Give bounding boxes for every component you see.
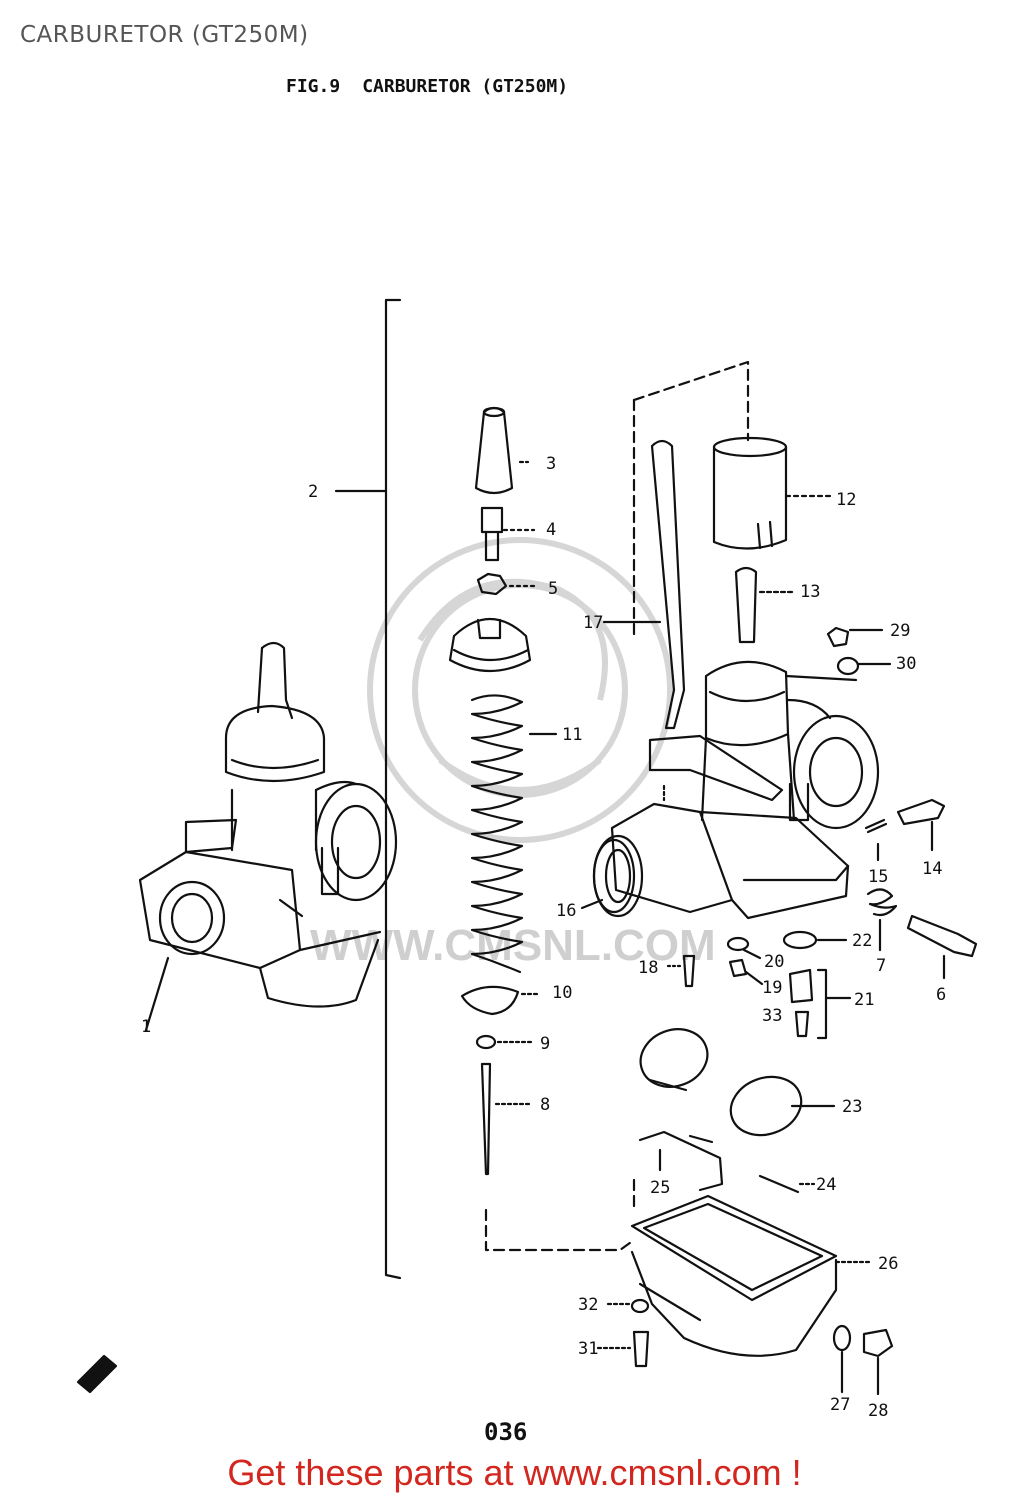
- callout-24: 24: [816, 1175, 836, 1195]
- footer-prefix: Get these parts at: [227, 1452, 524, 1493]
- part-main-jet: [788, 968, 852, 1040]
- part-throttle-stop-screw: [906, 914, 978, 980]
- callout-19: 19: [762, 978, 782, 998]
- part-float-bowl: [630, 1194, 874, 1357]
- part-nut-small: [826, 626, 884, 648]
- carburetor-body-left: [138, 641, 398, 1032]
- part-bowl-screw-washer: [606, 1298, 650, 1314]
- part-nut: [476, 572, 536, 596]
- callout-11: 11: [562, 725, 582, 745]
- part-flange-gasket: [580, 838, 636, 914]
- page-code: 036: [484, 1418, 527, 1446]
- callout-31: 31: [578, 1339, 598, 1359]
- corner-mark: [76, 1354, 118, 1394]
- callout-33: 33: [762, 1006, 782, 1026]
- callout-14: 14: [922, 859, 942, 879]
- callout-20: 20: [764, 952, 784, 972]
- page-title: CARBURETOR (GT250M): [20, 22, 309, 48]
- callout-28: 28: [868, 1401, 888, 1421]
- part-chamber-top: [448, 617, 532, 673]
- part-needle-jet: [728, 958, 764, 986]
- callout-5: 5: [548, 579, 558, 599]
- part-washer: [836, 656, 892, 676]
- callout-18: 18: [638, 958, 658, 978]
- part-jet-needle: [480, 1062, 532, 1176]
- part-float-arm: [638, 1130, 724, 1192]
- footer-suffix: !: [781, 1452, 802, 1493]
- callout-1: 1: [141, 1017, 151, 1037]
- callout-25: 25: [650, 1178, 670, 1198]
- callout-32: 32: [578, 1295, 598, 1315]
- part-vent-tube: [602, 439, 686, 730]
- callout-8: 8: [540, 1095, 550, 1115]
- part-float-left: [639, 1028, 709, 1092]
- callout-3: 3: [546, 454, 556, 474]
- figure-title: FIG.9 CARBURETOR (GT250M): [286, 76, 568, 97]
- callout-10: 10: [552, 983, 572, 1003]
- part-starter-plunger: [734, 566, 796, 644]
- part-throttle-stop-spring: [866, 888, 898, 952]
- callout-17: 17: [583, 613, 603, 633]
- callout-16: 16: [556, 901, 576, 921]
- part-o-ring: [782, 930, 848, 950]
- callout-6: 6: [936, 985, 946, 1005]
- carburetor-body-right: [592, 660, 880, 920]
- part-clip: [460, 985, 542, 1016]
- part-pilot-jet: [666, 954, 696, 988]
- assembly-bracket: [334, 298, 402, 1280]
- part-adjuster-screw: [480, 506, 536, 562]
- part-drain-plug: [862, 1328, 894, 1396]
- part-spring: [470, 694, 558, 974]
- callout-30: 30: [896, 654, 916, 674]
- callout-29: 29: [890, 621, 910, 641]
- part-small-spring: [864, 818, 888, 862]
- part-float-pin: [758, 1174, 816, 1194]
- part-float-right: [729, 1075, 836, 1137]
- callout-22: 22: [852, 931, 872, 951]
- callout-26: 26: [878, 1254, 898, 1274]
- part-drain-gasket: [832, 1324, 852, 1394]
- part-jet-washer: [726, 936, 762, 960]
- callout-23: 23: [842, 1097, 862, 1117]
- part-cap: [474, 406, 530, 495]
- callout-12: 12: [836, 490, 856, 510]
- footer-banner: Get these parts at www.cmsnl.com !: [0, 1452, 1029, 1494]
- assembly-frame: [484, 360, 750, 1252]
- callout-7: 7: [876, 956, 886, 976]
- callout-4: 4: [546, 520, 556, 540]
- callout-21: 21: [854, 990, 874, 1010]
- footer-link[interactable]: www.cmsnl.com: [523, 1452, 782, 1493]
- callout-9: 9: [540, 1034, 550, 1054]
- part-bowl-screw: [596, 1330, 650, 1368]
- callout-labels: 1 2 3 4 5 6 7 8 9 10 11 12 13 14 15 16 1…: [141, 454, 946, 1421]
- callout-2: 2: [308, 482, 318, 502]
- callout-15: 15: [868, 867, 888, 887]
- part-pilot-screw: [896, 798, 946, 852]
- part-needle-clip: [475, 1034, 534, 1050]
- part-throttle-valve: [712, 436, 832, 550]
- figure-caption: CARBURETOR (GT250M): [362, 76, 569, 97]
- callout-13: 13: [800, 582, 820, 602]
- figure-number: FIG.9: [286, 76, 341, 97]
- callout-27: 27: [830, 1395, 850, 1415]
